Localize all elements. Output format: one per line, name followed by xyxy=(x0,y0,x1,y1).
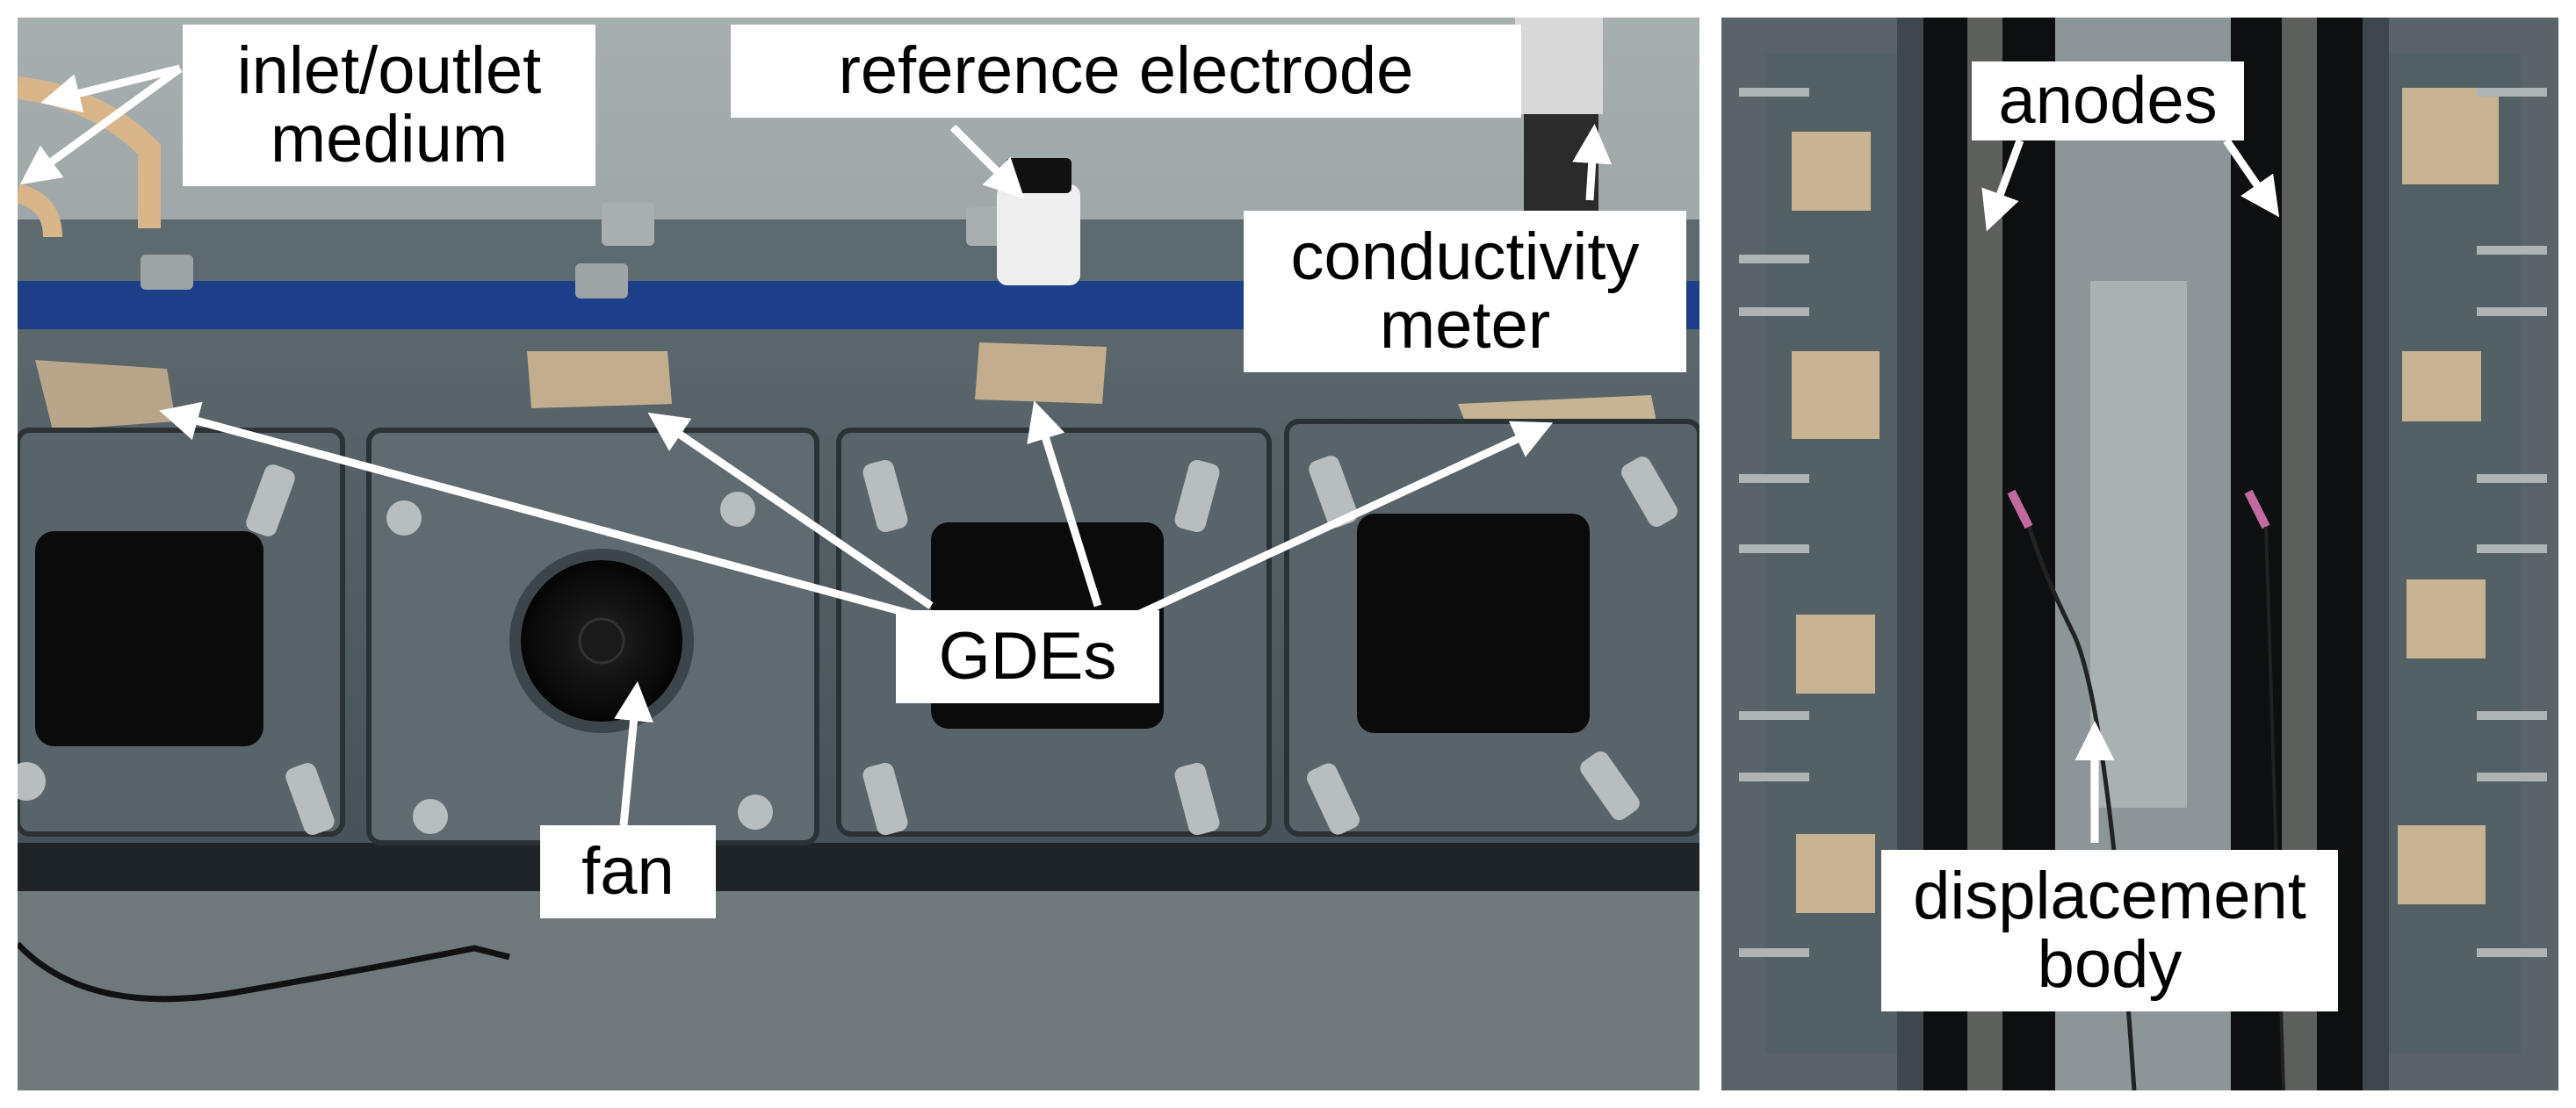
label-gdes-text: GDEs xyxy=(938,619,1117,694)
label-reference-electrode-text: reference electrode xyxy=(838,33,1414,108)
label-displacement-line2: body xyxy=(2037,927,2183,1002)
label-inlet-outlet-line2: medium xyxy=(270,102,509,176)
module-fan xyxy=(366,428,819,845)
side-tapes xyxy=(1792,88,2499,913)
displacement-body-highlight xyxy=(2090,281,2187,808)
outlet-tube xyxy=(18,183,62,238)
fan-cable xyxy=(18,941,510,1003)
label-reference-electrode: reference electrode xyxy=(731,25,1521,118)
lid-bolt xyxy=(141,255,193,290)
label-displacement-body: displacement body xyxy=(1881,850,2338,1011)
channel-wall-right xyxy=(2363,18,2389,1090)
label-conductivity-meter: conductivity meter xyxy=(1244,211,1686,372)
label-conductivity-line2: meter xyxy=(1379,288,1551,363)
label-anodes-text: anodes xyxy=(1998,63,2218,138)
wire-right-pink xyxy=(2244,489,2270,529)
photo-electrolysis-cell-front: inlet/outlet medium reference electrode … xyxy=(18,18,1699,1090)
label-fan: fan xyxy=(540,825,716,918)
wire-left-pink xyxy=(2007,489,2033,529)
label-fan-text: fan xyxy=(581,834,675,909)
tape xyxy=(35,360,176,430)
tape xyxy=(975,342,1107,404)
label-anodes: anodes xyxy=(1972,61,2244,140)
photo-electrolysis-cell-top: anodes displacement body xyxy=(1721,18,2558,1090)
reference-electrode-body xyxy=(997,184,1080,285)
label-conductivity-line1: conductivity xyxy=(1290,219,1640,294)
reference-electrode-cap xyxy=(1006,158,1072,193)
lid-bolt xyxy=(602,202,654,246)
side-bolts xyxy=(1739,88,2547,957)
lid-bolt xyxy=(575,263,628,299)
conductivity-meter-top xyxy=(1515,18,1603,114)
label-displacement-line1: displacement xyxy=(1913,859,2306,933)
label-gdes: GDEs xyxy=(896,610,1159,703)
label-inlet-outlet-medium: inlet/outlet medium xyxy=(183,25,595,186)
label-inlet-outlet-line1: inlet/outlet xyxy=(236,33,542,108)
cell-base xyxy=(18,843,1699,891)
tape xyxy=(527,351,672,408)
